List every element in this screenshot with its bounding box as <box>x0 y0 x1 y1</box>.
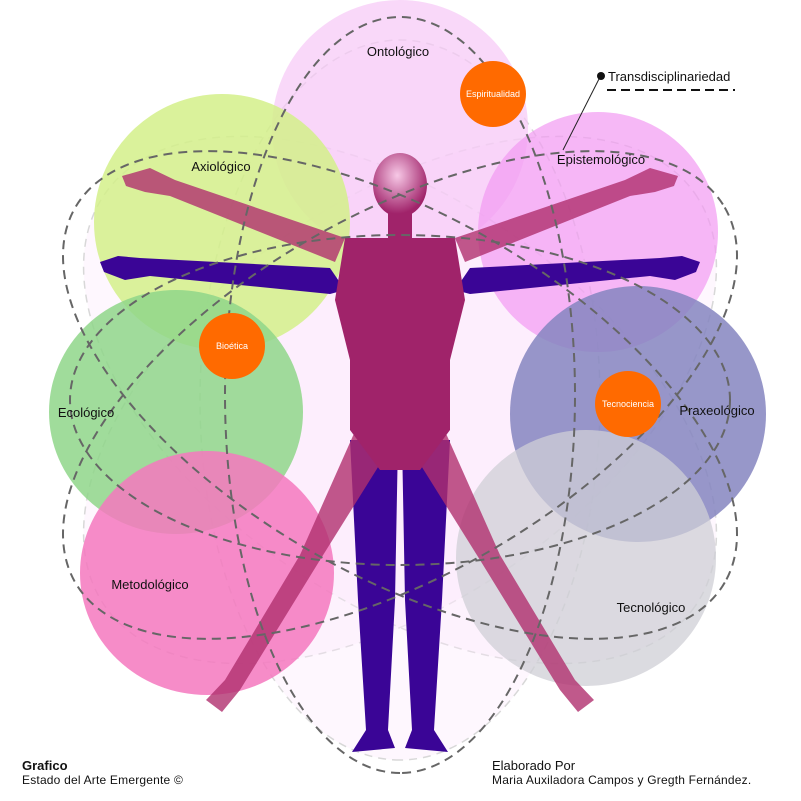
footer-left-subtitle: Estado del Arte Emergente © <box>22 773 183 787</box>
torso <box>335 238 465 470</box>
label-ontologico: Ontológico <box>367 44 429 59</box>
label-ecologico: Ecológico <box>58 405 114 420</box>
nodes: Espiritualidad Bioética Tecnociencia <box>199 61 661 437</box>
footer-right-subtitle: Maria Auxiladora Campos y Gregth Fernánd… <box>492 773 752 787</box>
node-label-bioetica: Bioética <box>216 341 248 351</box>
arm-left-raised <box>122 168 345 262</box>
dashed-petal <box>69 234 731 566</box>
footer-left: Grafico Estado del Arte Emergente © <box>22 758 183 787</box>
dashed-petal <box>224 16 576 774</box>
node-label-espiritualidad: Espiritualidad <box>466 89 520 99</box>
footer-right: Elaborado Por Maria Auxiladora Campos y … <box>492 758 751 787</box>
leg-right-straight <box>402 440 450 752</box>
legs-straight <box>350 440 398 752</box>
footer-right-title: Elaborado Por <box>492 758 576 773</box>
node-bioetica <box>199 313 265 379</box>
arm-right-raised <box>455 168 678 262</box>
domain-labels: Ontológico Axiológico Epistemológico Eco… <box>58 44 755 615</box>
label-tecnologico: Tecnológico <box>617 600 686 615</box>
human-figure <box>100 153 700 752</box>
label-epistemologico: Epistemológico <box>557 152 645 167</box>
arm-right-horizontal <box>455 256 700 294</box>
arm-left-horizontal <box>100 256 345 294</box>
dashed-petal <box>62 150 738 640</box>
dashed-petals <box>62 16 738 774</box>
transdisciplinariedad-callout: Transdisciplinariedad <box>562 69 735 151</box>
callout-label: Transdisciplinariedad <box>608 69 730 84</box>
label-praxeologico: Praxeológico <box>679 403 754 418</box>
callout-dot <box>597 72 605 80</box>
node-label-tecnociencia: Tecnociencia <box>602 399 654 409</box>
dashed-petal <box>62 150 738 640</box>
node-tecnociencia <box>595 371 661 437</box>
footer-left-title: Grafico <box>22 758 68 773</box>
leg-left-spread <box>206 420 395 712</box>
label-metodologico: Metodológico <box>111 577 188 592</box>
node-espiritualidad <box>460 61 526 127</box>
label-axiologico: Axiológico <box>191 159 250 174</box>
head <box>373 153 427 217</box>
leg-right-spread <box>405 420 594 712</box>
callout-pointer <box>562 76 601 151</box>
